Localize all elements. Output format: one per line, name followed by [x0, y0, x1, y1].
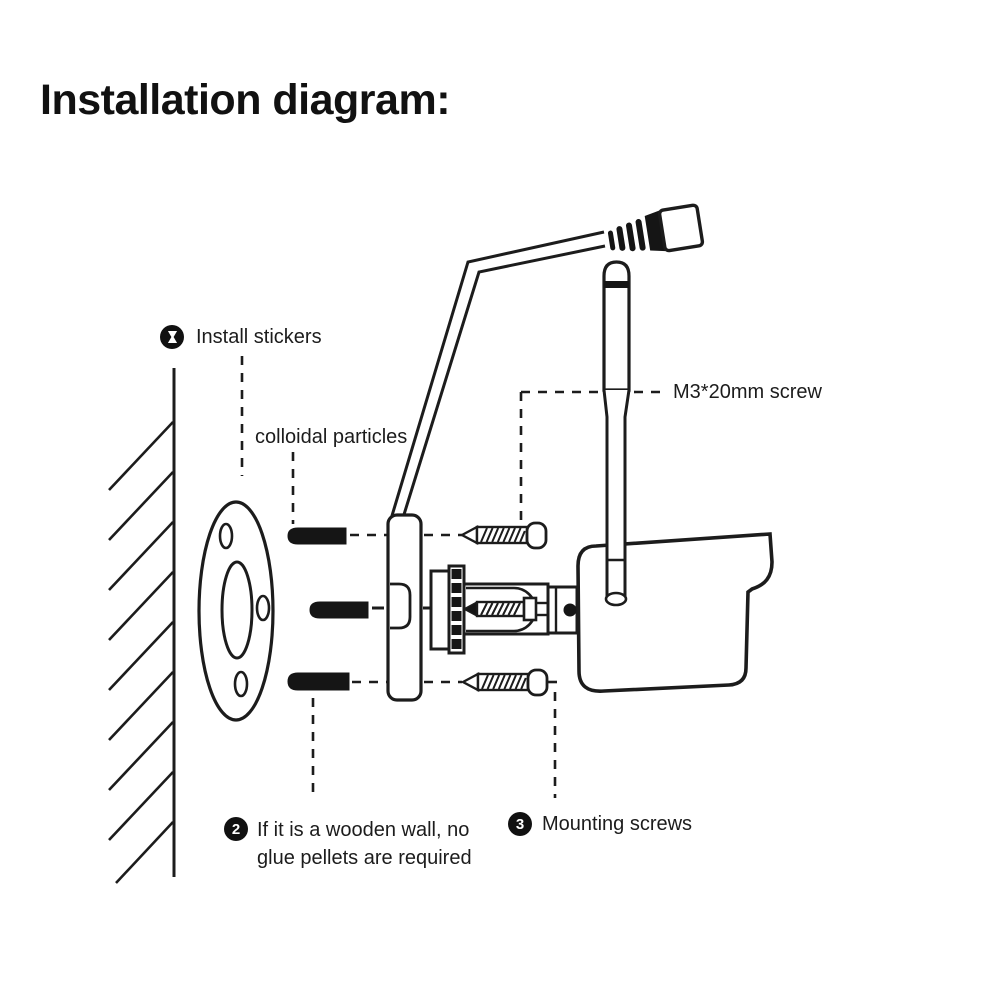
mounting-bracket: [386, 513, 423, 702]
connector-barrel: [657, 203, 705, 253]
step-2-badge: 2: [224, 817, 248, 841]
dc-connector: [607, 203, 705, 253]
colloidal-particles-label: colloidal particles: [255, 426, 408, 448]
pivot-screw-dot: [563, 603, 577, 617]
barrel-arm: [462, 582, 550, 636]
antenna: [602, 260, 631, 607]
wall-hatching: [108, 421, 174, 884]
m3-screw-label: M3*20mm screw: [673, 381, 822, 403]
wooden-wall-note-line2: glue pellets are required: [257, 846, 472, 869]
knurl-marks: [451, 569, 462, 649]
antenna-base-cap: [604, 591, 628, 607]
hourglass-icon: [167, 331, 177, 343]
install-stickers-label: Install stickers: [196, 326, 322, 348]
mounting-screw-top: [459, 521, 548, 550]
particle-top: [287, 527, 347, 545]
cable-inner-line: [400, 244, 606, 522]
mounting-screws-label: Mounting screws: [542, 813, 693, 835]
antenna-upper: [602, 260, 631, 392]
page-title: Installation diagram:: [40, 76, 451, 124]
cable-outer-line: [389, 230, 605, 520]
adjustment-ring: [429, 564, 466, 655]
antenna-lower: [602, 389, 631, 600]
screw-head: [525, 521, 548, 550]
sticker-hole-middle: [255, 594, 271, 622]
particle-middle: [309, 601, 369, 619]
bracket-notch: [390, 582, 412, 630]
center-screw: [462, 596, 547, 622]
antenna-band: [604, 281, 629, 288]
colloidal-particles: [287, 527, 369, 691]
step-1-badge: [160, 325, 184, 349]
mounting-screw-bottom: [461, 668, 549, 697]
ring-smooth: [429, 569, 451, 651]
wooden-wall-note-line1: If it is a wooden wall, no: [257, 819, 470, 841]
sticker-hole-bottom: [233, 670, 249, 698]
leader-lines: [240, 356, 667, 798]
sticker-hole-top: [218, 522, 234, 550]
screw-threads: [480, 527, 526, 543]
wooden-wall-note: If it is a wooden wall, no glue pellets …: [257, 817, 472, 872]
step-3-badge: 3: [508, 812, 532, 836]
center-screw-threads: [480, 602, 521, 616]
wall: [108, 368, 176, 884]
sticker-center-hole: [220, 560, 254, 660]
center-screw-head: [522, 596, 538, 622]
particle-bottom: [287, 672, 350, 691]
power-cable: [389, 203, 705, 522]
sticker-plate: [197, 500, 275, 722]
pivot-joint: [546, 585, 579, 635]
